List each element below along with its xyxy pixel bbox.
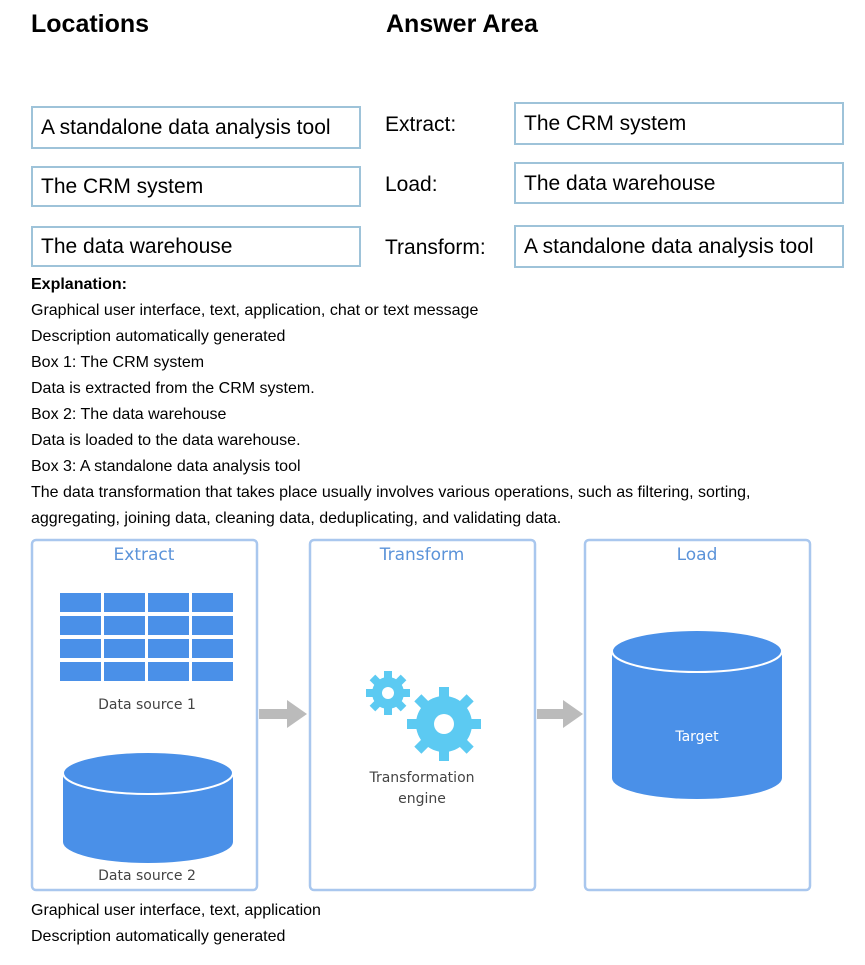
extract-label: Extract:: [385, 113, 457, 136]
footer-caption-line1: Graphical user interface, text, applicat…: [31, 902, 321, 919]
explanation-line: Data is loaded to the data warehouse.: [31, 432, 301, 449]
explanation-line: Box 1: The CRM system: [31, 354, 205, 371]
extract-answer-box[interactable]: The CRM system: [514, 102, 844, 145]
load-label: Load:: [385, 173, 438, 196]
data-source-2-label: Data source 2: [98, 868, 196, 884]
extract-title: Extract: [114, 545, 175, 565]
load-title: Load: [677, 545, 718, 565]
database-cylinder-icon: [62, 751, 234, 863]
arrow-right-icon: [537, 700, 583, 728]
transform-title: Transform: [379, 545, 465, 565]
gear-icon: [366, 671, 410, 715]
explanation-line: Graphical user interface, text, applicat…: [31, 302, 479, 319]
table-icon: [60, 593, 233, 681]
transformation-engine-label-line2: engine: [398, 791, 446, 807]
answer-area-heading: Answer Area: [386, 10, 538, 38]
explanation-line: Box 3: A standalone data analysis tool: [31, 458, 301, 475]
data-source-1-label: Data source 1: [98, 697, 196, 713]
gear-icon: [407, 687, 481, 761]
explanation-line: The data transformation that takes place…: [31, 484, 751, 501]
explanation-title: Explanation:: [31, 276, 128, 293]
transform-label: Transform:: [385, 236, 486, 259]
load-answer-box[interactable]: The data warehouse: [514, 162, 844, 204]
explanation-line: Data is extracted from the CRM system.: [31, 380, 315, 397]
target-label: Target: [674, 729, 719, 745]
explanation-line: aggregating, joining data, cleaning data…: [31, 510, 562, 527]
location-option[interactable]: The CRM system: [31, 166, 361, 207]
explanation-line: Description automatically generated: [31, 328, 286, 345]
arrow-right-icon: [259, 700, 307, 728]
transform-answer-box[interactable]: A standalone data analysis tool: [514, 225, 844, 268]
target-cylinder-icon: [611, 629, 783, 799]
explanation-line: Box 2: The data warehouse: [31, 406, 227, 423]
locations-heading: Locations: [31, 10, 150, 38]
location-option[interactable]: A standalone data analysis tool: [31, 106, 361, 149]
location-option[interactable]: The data warehouse: [31, 226, 361, 267]
footer-caption-line2: Description automatically generated: [31, 928, 286, 945]
etl-diagram: Extract Transform Load Data source 1 Dat…: [30, 538, 812, 892]
transformation-engine-label-line1: Transformation: [368, 770, 474, 786]
